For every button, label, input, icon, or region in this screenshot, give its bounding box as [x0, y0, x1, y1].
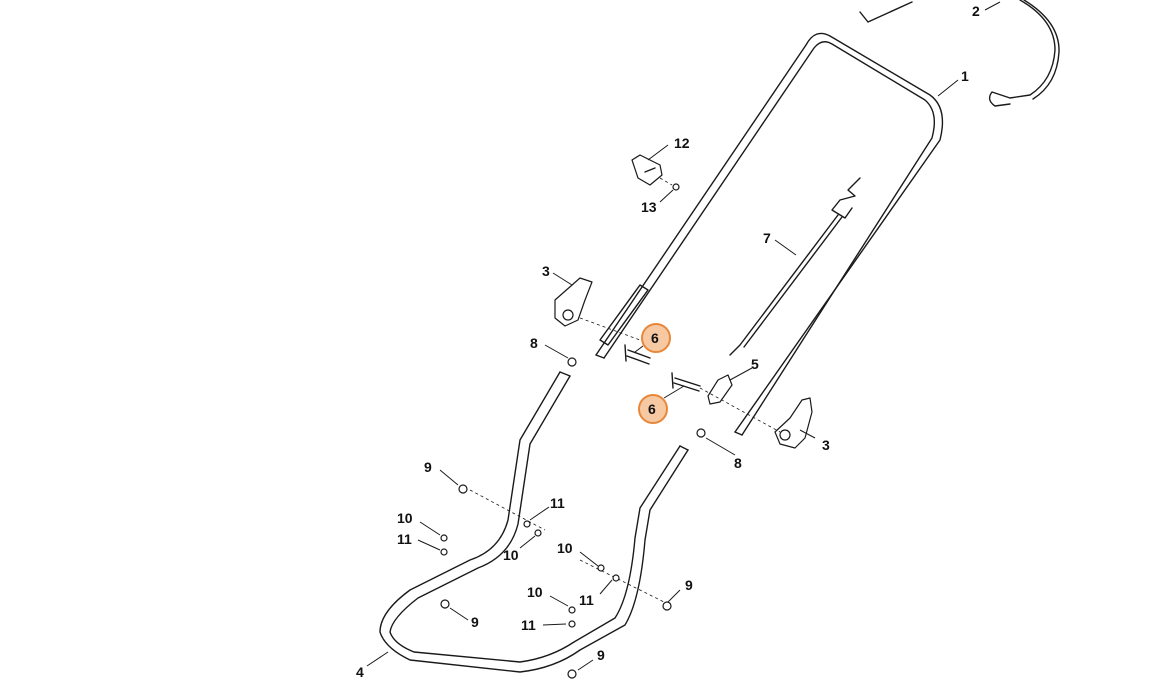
cable-holder	[707, 374, 733, 405]
callout-labels: 1 2 3 3 4 5 7 8 8 9 9 9 9 10 10 10 10 11…	[356, 3, 980, 680]
callout-13: 13	[641, 199, 657, 215]
callout-7: 7	[763, 230, 771, 246]
callout-11-c: 11	[579, 592, 594, 608]
lower-handle	[379, 371, 689, 673]
callout-1: 1	[961, 68, 969, 84]
callout-9-c: 9	[685, 577, 693, 593]
callout-11-a: 11	[397, 531, 412, 547]
callout-3-left: 3	[542, 263, 550, 279]
callout-6-lower: 6	[648, 401, 656, 417]
callout-10-a: 10	[397, 510, 413, 526]
callout-11-d: 11	[521, 617, 536, 633]
callout-5: 5	[751, 356, 759, 372]
callout-12: 12	[674, 135, 690, 151]
callout-2: 2	[972, 3, 980, 19]
callout-6-upper: 6	[651, 330, 659, 346]
callout-8-left: 8	[530, 335, 538, 351]
callout-6-upper-highlight[interactable]	[641, 323, 671, 353]
callout-9-a: 9	[424, 459, 432, 475]
callout-10-c: 10	[557, 540, 573, 556]
bolts	[624, 344, 701, 392]
leader-lines	[366, 1, 1001, 671]
callout-6-lower-highlight[interactable]	[638, 394, 668, 424]
lock-lever-left	[554, 277, 593, 327]
callout-4: 4	[356, 664, 364, 680]
callout-9-d: 9	[597, 647, 605, 663]
bowden-cable	[859, 0, 1060, 107]
throttle-cable	[729, 177, 861, 356]
callout-9-b: 9	[471, 614, 479, 630]
lock-lever-right	[774, 397, 813, 449]
callout-10-b: 10	[503, 547, 519, 563]
cable-clip	[631, 154, 680, 191]
hardware	[440, 357, 706, 679]
highlighted-callouts: 6 6	[638, 323, 671, 424]
callout-11-b: 11	[550, 495, 565, 511]
callout-3-right: 3	[822, 437, 830, 453]
callout-10-d: 10	[527, 584, 543, 600]
upper-handle	[595, 32, 944, 436]
callout-8-right: 8	[734, 455, 742, 471]
